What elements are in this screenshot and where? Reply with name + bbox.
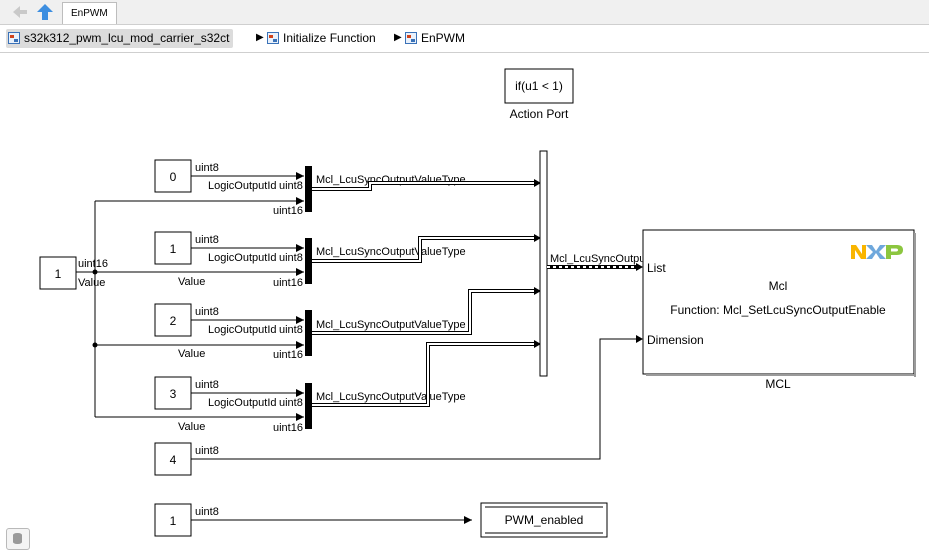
bottom-const-type: uint8 (195, 506, 219, 518)
dim-signal-line (191, 338, 636, 460)
mcl-title: Mcl (769, 279, 788, 293)
bus-in2-label: Value (178, 421, 205, 433)
mcl-name: MCL (765, 377, 791, 391)
bus-in1-label: LogicOutputId (208, 397, 277, 409)
bus-in1-type: uint8 (279, 180, 303, 192)
bus-in1-type: uint8 (279, 324, 303, 336)
diagram-canvas[interactable]: if(u1 < 1) Action Port 1 uint16 Value 0 … (0, 53, 929, 552)
bus-in2-label: Value (178, 276, 205, 288)
mux-block[interactable] (539, 150, 548, 377)
mcl-port-dimension: Dimension (647, 333, 704, 347)
dim-const-value: 4 (170, 453, 177, 467)
const-signal-lines (191, 172, 304, 397)
const-type-label: uint8 (195, 379, 219, 391)
bus-in1-type: uint8 (279, 252, 303, 264)
const-type-label: uint8 (195, 234, 219, 246)
breadcrumb-item-enpwm[interactable]: EnPWM (403, 29, 465, 48)
bus-lines (312, 181, 534, 407)
value-constant-block[interactable]: 1 (39, 256, 77, 290)
bus-in1-label: LogicOutputId (208, 324, 277, 336)
value-type-label: uint16 (78, 258, 108, 270)
bus-out-label: Mcl_LcuSyncOutputValueType (316, 246, 466, 258)
breadcrumb-label: EnPWM (421, 31, 466, 45)
breadcrumb-item-initialize[interactable]: Initialize Function (265, 29, 376, 48)
nxp-logo-icon (851, 245, 903, 259)
bus-in1-label: LogicOutputId (208, 252, 277, 264)
bus-in2-type: uint16 (273, 205, 303, 217)
subsystem-icon (267, 32, 279, 44)
bus-in1-label: LogicOutputId (208, 180, 277, 192)
tab-enpwm[interactable]: EnPWM (62, 2, 117, 24)
up-arrow-icon[interactable] (35, 2, 55, 22)
const-value: 1 (170, 242, 177, 256)
toolbar: EnPWM (0, 0, 929, 25)
const-value: 2 (170, 314, 177, 328)
bus-out-label: Mcl_LcuSyncOutputValueType (316, 391, 466, 403)
bus-in2-type: uint16 (273, 349, 303, 361)
bus-creator-4[interactable] (305, 383, 312, 429)
bottom-const-value: 1 (170, 514, 177, 528)
subsystem-icon (405, 32, 417, 44)
bus-out-label: Mcl_LcuSyncOutputValueType (316, 319, 466, 331)
model-icon (8, 32, 20, 44)
bus-creator-3[interactable] (305, 310, 312, 356)
action-port-block[interactable]: if(u1 < 1) Action Port (504, 68, 574, 121)
const-value: 0 (170, 170, 177, 184)
bus-in2-type: uint16 (273, 422, 303, 434)
bus-in2-type: uint16 (273, 277, 303, 289)
const-block-3[interactable]: 3 (154, 376, 192, 410)
bus-in1-type: uint8 (279, 397, 303, 409)
value-port-label: Value (78, 277, 105, 289)
mcl-block[interactable]: List Dimension Mcl Function: Mcl_SetLcuS… (642, 229, 916, 377)
breadcrumb-label: s32k312_pwm_lcu_mod_carrier_s32ct (24, 31, 230, 45)
bus-creator-1[interactable] (305, 166, 312, 212)
const-value: 3 (170, 387, 177, 401)
bottom-constant-block[interactable]: 1 (154, 503, 192, 537)
action-port-expr: if(u1 < 1) (515, 79, 563, 93)
const-block-1[interactable]: 1 (154, 231, 192, 265)
value-signal-lines (76, 197, 304, 421)
breadcrumb-separator-icon: ▶ (256, 32, 264, 43)
bus-in2-label: Value (178, 348, 205, 360)
action-port-label: Action Port (510, 107, 569, 121)
model-data-icon[interactable] (6, 528, 30, 550)
dim-constant-block[interactable]: 4 (154, 442, 192, 476)
mcl-function: Function: Mcl_SetLcuSyncOutputEnable (670, 303, 886, 317)
bus-creator-2[interactable] (305, 238, 312, 284)
dim-const-type: uint8 (195, 445, 219, 457)
breadcrumb: s32k312_pwm_lcu_mod_carrier_s32ct ▶ Init… (0, 25, 929, 53)
breadcrumb-label: Initialize Function (283, 31, 376, 45)
breadcrumb-separator-icon: ▶ (394, 32, 402, 43)
goto-block-pwm-enabled[interactable]: PWM_enabled (480, 502, 608, 538)
const-type-label: uint8 (195, 306, 219, 318)
value-constant-text: 1 (55, 267, 62, 281)
back-arrow-icon[interactable] (10, 2, 30, 22)
const-block-0[interactable]: 0 (154, 159, 192, 193)
mcl-port-list: List (647, 261, 666, 275)
breadcrumb-item-model[interactable]: s32k312_pwm_lcu_mod_carrier_s32ct (6, 29, 234, 48)
goto-tag: PWM_enabled (505, 513, 584, 527)
const-type-label: uint8 (195, 162, 219, 174)
const-block-2[interactable]: 2 (154, 303, 192, 337)
